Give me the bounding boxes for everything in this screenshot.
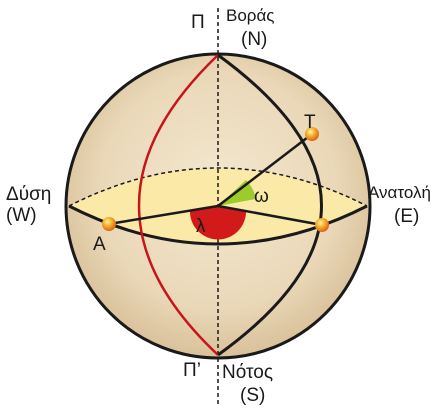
north-pole-label: Π — [191, 12, 205, 33]
south-name-label: Νότος — [222, 362, 273, 383]
lambda-label: λ — [196, 216, 206, 237]
west-name-label: Δύση — [6, 184, 51, 205]
south-pole-label: Π’ — [183, 360, 201, 381]
north-name-label: Βοράς — [226, 6, 275, 25]
lambda-angle-wedge — [189, 206, 246, 240]
equator-back-dashed — [68, 167, 368, 207]
east-name-label: Ανατολή — [368, 183, 431, 202]
radius-to-east-point — [217, 204, 323, 227]
point-A-marker — [102, 217, 116, 231]
point-T-marker — [305, 127, 319, 141]
north-code-label: (N) — [241, 29, 267, 50]
west-code-label: (W) — [6, 205, 37, 226]
meridian-red — [137, 54, 219, 356]
point-A-label: Α — [93, 234, 106, 255]
radius-to-T — [217, 133, 313, 207]
south-code-label: (S) — [240, 385, 265, 406]
point-east-marker — [315, 218, 329, 232]
radius-to-A — [108, 204, 219, 226]
east-code-label: (E) — [394, 206, 419, 227]
omega-label: ω — [254, 186, 269, 207]
point-T-label: Τ — [304, 112, 316, 133]
meridian-black — [217, 53, 323, 357]
